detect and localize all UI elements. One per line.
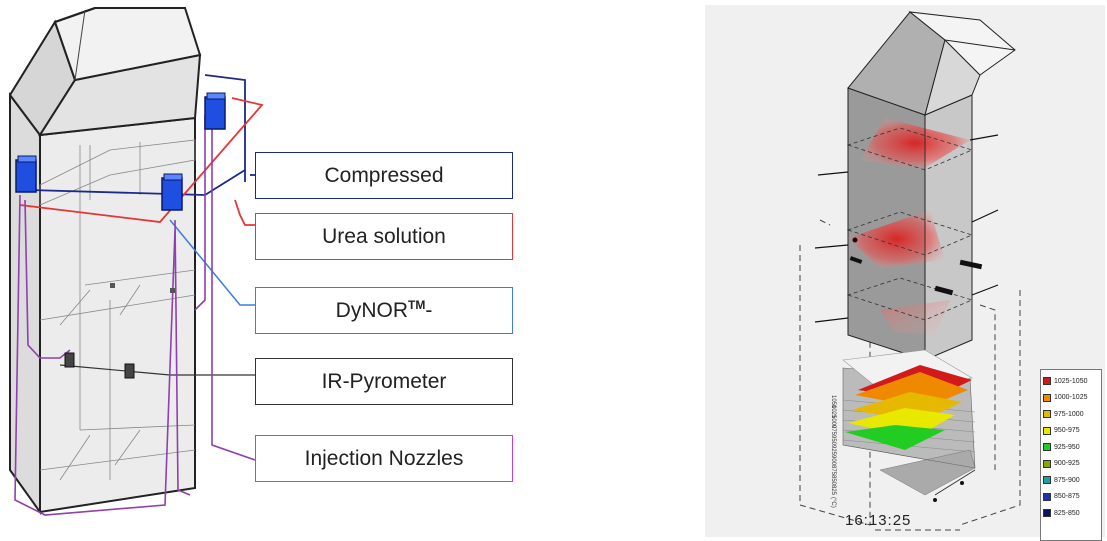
legend-item: 875-900	[1043, 472, 1099, 489]
compressed-label-text: Compressed	[324, 163, 444, 187]
legend-item: 1000-1025	[1043, 390, 1099, 407]
legend-item: 925-950	[1043, 439, 1099, 456]
axis-tick-label: 1025	[830, 405, 836, 419]
urea-label: Urea solution	[255, 213, 513, 260]
nozzle-block-icon	[204, 92, 226, 130]
ir-pyrometer-label-text: IR-Pyrometer	[321, 369, 447, 393]
flame-region-upper	[860, 118, 970, 168]
ir-pyrometer-label: IR-Pyrometer	[255, 358, 513, 405]
injection-nozzles-label: Injection Nozzles	[255, 435, 513, 482]
legend-swatch	[1043, 509, 1051, 518]
boiler-schematic	[8, 7, 264, 516]
nozzle-block-icon	[161, 173, 183, 211]
temperature-layers	[842, 349, 976, 502]
legend-range: 1000-1025	[1054, 394, 1088, 402]
timestamp: 16:13:25	[845, 512, 912, 529]
legend-swatch	[1043, 410, 1051, 419]
compressed-label: Compressed	[255, 152, 513, 199]
dynor-label-text: DyNORTM-	[335, 298, 433, 322]
dynor-link-line	[169, 219, 255, 306]
axis-tick-label: 1000	[830, 415, 836, 429]
legend-swatch	[1043, 459, 1051, 468]
injection-lines	[14, 115, 256, 516]
urea-label-text: Urea solution	[322, 224, 446, 248]
legend-item: 950-975	[1043, 423, 1099, 440]
axis-tick-label: 950	[830, 435, 836, 446]
legend-swatch	[1043, 443, 1051, 452]
legend-item: 900-925	[1043, 456, 1099, 473]
temperature-axis: 1050 1025 1000 975 950 925 900 875 850 8…	[830, 395, 836, 508]
legend-range: 1025-1050	[1054, 377, 1088, 385]
axis-tick-label: 975	[830, 425, 836, 436]
legend-item: 825-850	[1043, 505, 1099, 522]
legend-range: 825-850	[1054, 509, 1080, 517]
legend-range: 950-975	[1054, 427, 1080, 435]
pyrometer-sensor-icon	[64, 352, 75, 368]
flame-region-middle	[848, 210, 945, 268]
legend-range: 925-950	[1054, 443, 1080, 451]
axis-tick-label: 875	[830, 465, 836, 476]
axis-tick-label: 850	[830, 475, 836, 486]
injection-nozzles-label-text: Injection Nozzles	[304, 446, 464, 470]
legend-item: 1025-1050	[1043, 373, 1099, 390]
axis-tick-label: 925	[830, 445, 836, 456]
legend-swatch	[1043, 377, 1051, 386]
temperature-legend: 1025-1050 1000-1025 975-1000 950-975 925-950…	[1040, 369, 1102, 541]
legend-swatch	[1043, 476, 1051, 485]
legend-swatch	[1043, 426, 1051, 435]
legend-swatch	[1043, 492, 1051, 501]
axis-unit-label: (°C)	[830, 497, 836, 508]
legend-swatch	[1043, 393, 1051, 402]
legend-item: 975-1000	[1043, 406, 1099, 423]
urea-line	[19, 97, 264, 226]
flame-region-lower	[880, 300, 950, 335]
axis-tick-label: 900	[830, 455, 836, 466]
axis-tick-label: 1050	[830, 395, 836, 409]
legend-range: 975-1000	[1054, 410, 1084, 418]
pyrometer-sensor-icon	[124, 363, 135, 379]
legend-range: 900-925	[1054, 460, 1080, 468]
legend-range: 850-875	[1054, 493, 1080, 501]
dynor-label: DyNORTM-	[255, 287, 513, 334]
legend-item: 850-875	[1043, 489, 1099, 506]
axis-tick-label: 825	[830, 485, 836, 496]
legend-range: 875-900	[1054, 476, 1080, 484]
nozzle-block-icon	[15, 155, 37, 193]
